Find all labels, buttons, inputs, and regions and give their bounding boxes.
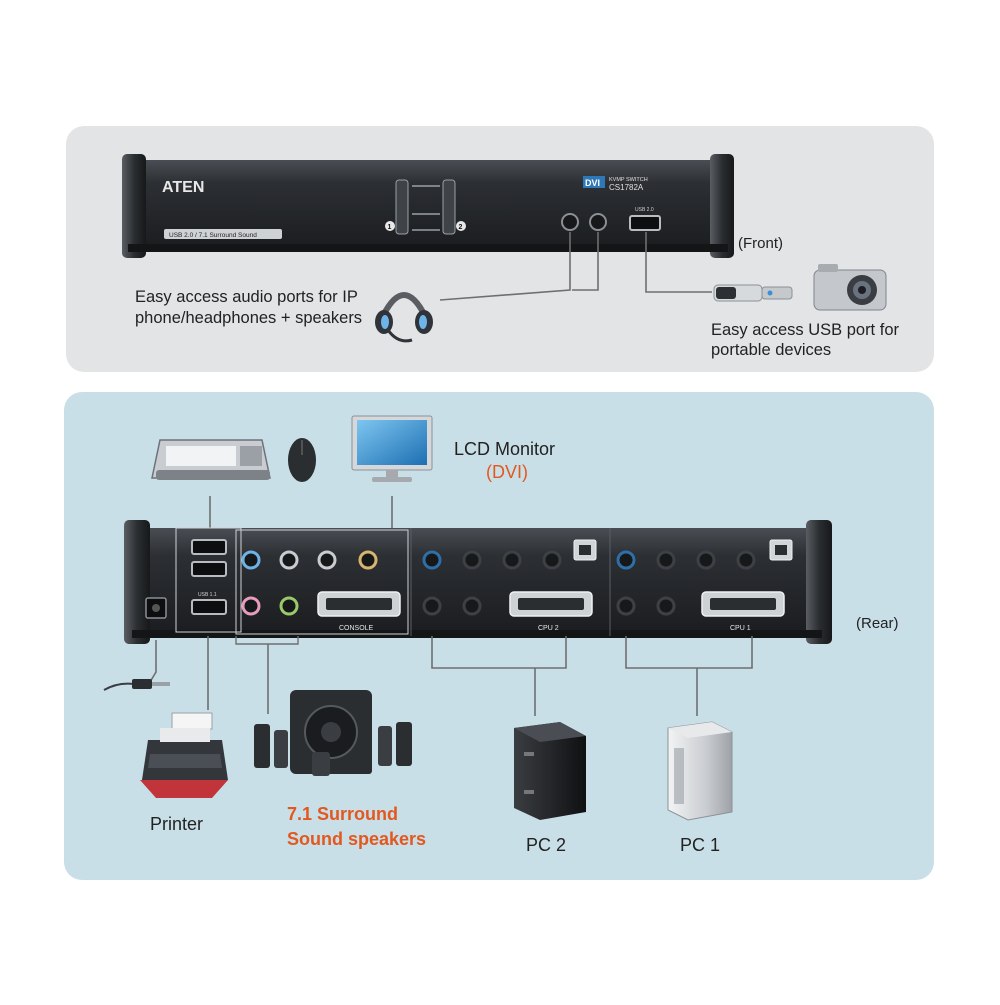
kvm-switch-front: ATEN USB 2.0 / 7.1 Surround Sound 1 2 DV… — [122, 154, 734, 258]
pc1-tower-icon — [667, 721, 733, 821]
power-plug-icon — [103, 679, 170, 691]
usb-callout-line1: Easy access USB port for — [711, 321, 899, 339]
front-speaker-jack[interactable] — [589, 213, 607, 231]
pc1-label: PC 1 — [680, 835, 720, 855]
dvi-badge — [583, 176, 605, 188]
console-tag: CONSOLE — [339, 625, 374, 632]
cpu1-front-jack[interactable] — [656, 596, 676, 616]
console-line-in-jack[interactable] — [241, 550, 261, 570]
console-front-jack[interactable] — [279, 596, 299, 616]
port-button-right[interactable] — [442, 179, 456, 235]
cpu1-ctr-bass-jack[interactable] — [736, 550, 756, 570]
usb-connector-line — [645, 232, 712, 293]
port2-indicator — [456, 221, 466, 231]
model-line2: CS1782A — [609, 183, 644, 192]
cpu1-side-jack[interactable] — [656, 550, 676, 570]
front-mic-jack[interactable] — [561, 213, 579, 231]
kvm-switch-rear: USB 1.1 CONSOLE CPU 2 — [124, 520, 832, 644]
front-label: (Front) — [738, 235, 783, 252]
printer-label: Printer — [150, 814, 203, 834]
keyboard-icon — [151, 439, 271, 480]
cpu2-line-in-jack[interactable] — [422, 550, 442, 570]
port-button-left[interactable] — [395, 179, 409, 235]
pc1-connector-line — [625, 636, 753, 669]
console-side-jack[interactable] — [279, 550, 299, 570]
console-mic-jack[interactable] — [241, 596, 261, 616]
audio-callout-line1: Easy access audio ports for IP — [135, 288, 358, 306]
usb-callout-line2: portable devices — [711, 341, 831, 359]
camera-icon — [813, 264, 887, 311]
usb11-port[interactable] — [191, 599, 227, 615]
console-ctr-bass-jack[interactable] — [358, 550, 378, 570]
speakers-label-line2: Sound speakers — [287, 829, 426, 849]
console-usb-port-2[interactable] — [191, 561, 227, 577]
monitor-label: LCD Monitor — [454, 439, 555, 459]
model-line1: KVMP SWITCH — [609, 177, 648, 183]
usb11-tag: USB 1.1 — [198, 592, 217, 598]
pc2-label: PC 2 — [526, 835, 566, 855]
cpu1-line-in-jack[interactable] — [616, 550, 636, 570]
cpu2-side-jack[interactable] — [462, 550, 482, 570]
aten-logo: ATEN — [162, 179, 204, 196]
speakers-icon — [254, 690, 412, 776]
port2-number: 2 — [459, 224, 463, 231]
speakers-label-line1: 7.1 Surround — [287, 804, 398, 824]
console-usb-port-1[interactable] — [191, 539, 227, 555]
cpu2-front-jack[interactable] — [462, 596, 482, 616]
cpu2-mic-jack[interactable] — [422, 596, 442, 616]
cpu1-tag: CPU 1 — [730, 625, 751, 632]
cpu2-rear-jack[interactable] — [502, 550, 522, 570]
cpu1-mic-jack[interactable] — [616, 596, 636, 616]
front-usb-tag: USB 2.0 — [635, 207, 654, 213]
pc2-tower-icon — [514, 722, 586, 820]
console-rear-jack[interactable] — [317, 550, 337, 570]
cpu2-tag: CPU 2 — [538, 625, 559, 632]
front-usb-port[interactable] — [629, 215, 661, 231]
printer-icon — [140, 712, 228, 798]
port1-indicator — [385, 221, 395, 231]
mouse-icon — [288, 438, 316, 482]
usb-stick-icon — [713, 284, 793, 302]
audio-connector-line — [439, 232, 571, 301]
audio-callout-line2: phone/headphones + speakers — [135, 309, 362, 327]
monitor-sub-label: (DVI) — [486, 462, 528, 482]
port1-number: 1 — [388, 224, 392, 231]
monitor-icon — [351, 415, 433, 482]
cpu2-ctr-bass-jack[interactable] — [542, 550, 562, 570]
pc2-connector-line — [431, 636, 567, 669]
headphones-icon — [375, 292, 433, 343]
dvi-badge-text: DVI — [585, 178, 600, 188]
front-strip-label: USB 2.0 / 7.1 Surround Sound — [169, 232, 257, 239]
cpu1-rear-jack[interactable] — [696, 550, 716, 570]
rear-label: (Rear) — [856, 615, 899, 632]
